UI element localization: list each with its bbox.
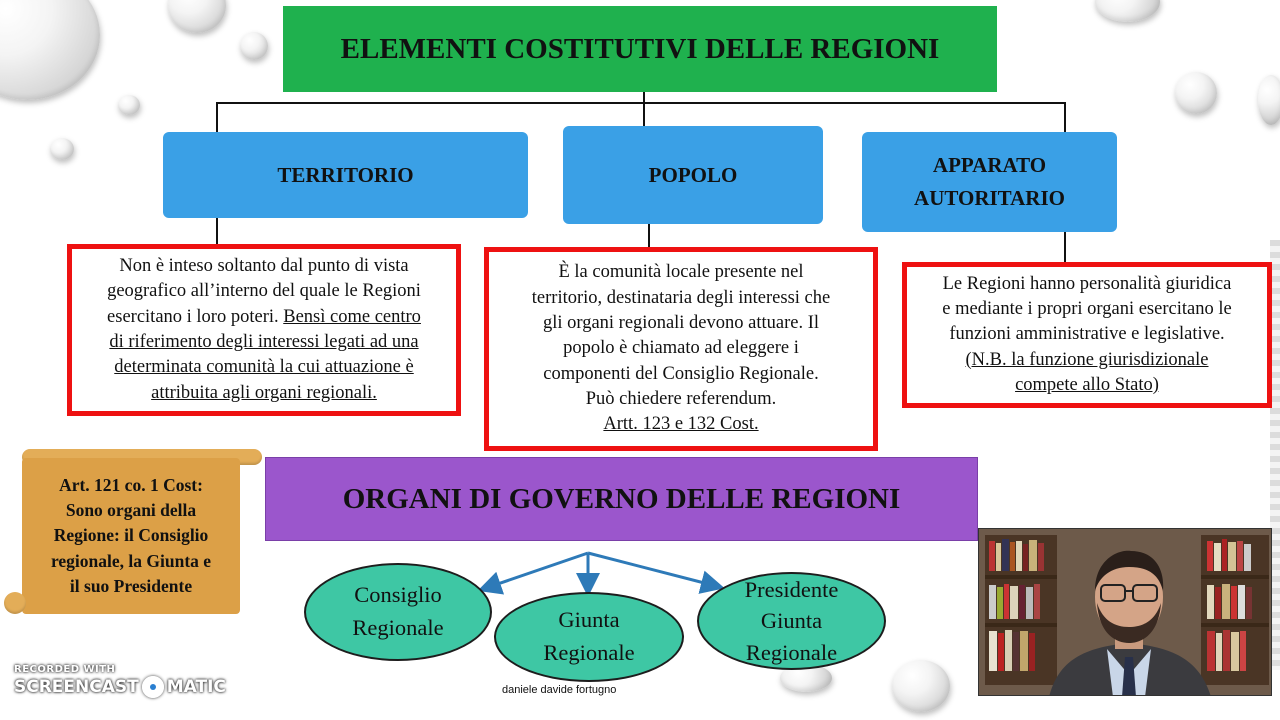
description-underlined-line: attribuita agli organi regionali. [151,382,377,403]
shelf-board [985,623,1057,627]
description-line: Può chiedere referendum. [585,389,777,410]
description-box-territorio: Non è inteso soltanto dal punto di vista… [67,244,461,416]
description-underlined-line: di riferimento degli interessi legati ad… [109,332,419,352]
description-text: esercitano i loro poteri. [107,306,279,327]
presenter-beard [1097,603,1161,643]
description-box-popolo: È la comunità locale presente nel territ… [484,247,878,451]
arrow-to-presidente [587,551,725,594]
connector-line [216,217,218,244]
water-drop [240,32,268,60]
description-line: e mediante i propri organi esercitano le [942,298,1232,319]
author-name: daniele davide fortugno [502,684,617,696]
watermark-top-text: RECORDED WITH [14,664,116,675]
organ-giunta-regionale: Giunta Regionale [494,592,684,682]
description-underlined-line: (N.B. la funzione giurisdizionale [965,349,1209,370]
description-underlined-line: compete allo Stato) [1015,375,1159,396]
description-line: funzioni amministrative e legislative. [949,324,1225,345]
description-line: territorio, destinataria degli interessi… [531,287,831,308]
description-line: geografico all’interno del quale le Regi… [107,281,421,302]
organ-presidente-giunta-regionale: Presidente Giunta Regionale [697,572,886,670]
organs-title: ORGANI DI GOVERNO DELLE REGIONI [265,457,978,541]
connector-line [1064,232,1066,262]
organ-label-line: Giunta [760,608,823,634]
article-note-line: Art. 121 co. 1 Cost: [59,474,203,495]
article-note-line: Regione: il Consiglio [53,525,209,546]
presenter-glasses [1132,584,1158,602]
diagram-title: ELEMENTI COSTITUTIVI DELLE REGIONI [283,6,997,92]
article-note-line: Sono organi della [65,499,197,520]
books-right [1207,539,1252,671]
description-line: esercitano i loro poteri. Bensì come cen… [82,305,446,330]
watermark-logo-row: SCREENCAST MATIC [14,676,234,698]
category-label-line: AUTORITARIO [914,186,1065,210]
description-line: È la comunità locale presente nel [558,262,804,283]
description-line: componenti del Consiglio Regionale. [543,363,819,384]
webcam-video [978,528,1272,696]
organ-label-line: Regionale [745,639,838,665]
shelf-board [1201,575,1269,579]
category-box-popolo: POPOLO [563,126,823,224]
category-label: APPARATO AUTORITARIO [914,149,1065,214]
category-label: POPOLO [649,159,738,192]
description-underlined-text: Bensì come centro [283,306,421,327]
description-box-apparato-autoritario: Le Regioni hanno personalità giuridica e… [902,262,1272,408]
water-drop [1095,0,1160,22]
organ-label-line: Consiglio [354,582,442,608]
arrow-to-consiglio [477,551,589,595]
diagram-title-text: ELEMENTI COSTITUTIVI DELLE REGIONI [340,32,940,65]
organ-label-line: Giunta [558,607,620,633]
water-drop [1175,72,1217,114]
category-label: TERRITORIO [277,159,413,192]
connector-line [648,223,650,247]
connector-line [1064,102,1066,132]
presenter-tie [1122,657,1136,695]
description-line: popolo è chiamato ad eleggere i [563,338,799,359]
category-box-territorio: TERRITORIO [163,132,528,218]
description-line: gli organi regionali devono attuare. Il [542,312,820,333]
article-note-scroll: Art. 121 co. 1 Cost: Sono organi della R… [22,458,240,614]
description-line: Non è inteso soltanto dal punto di vista [119,255,409,276]
water-drop [118,95,140,115]
presenter-glasses [1100,584,1126,602]
connector-line [216,102,218,132]
screencast-watermark: RECORDED WITH SCREENCAST MATIC [14,664,234,710]
organ-label-line: Presidente [744,576,839,602]
connector-line [643,92,645,103]
category-label-line: POPOLO [648,162,738,187]
watermark-left-text: SCREENCAST [14,677,139,697]
presenter-face [1095,553,1163,641]
water-drop [50,138,74,160]
article-note-text: Art. 121 co. 1 Cost: Sono organi della R… [51,473,211,600]
category-label-line: APPARATO [932,153,1047,178]
water-drop [1258,75,1280,125]
category-box-apparato-autoritario: APPARATO AUTORITARIO [862,132,1117,232]
organ-label-line: Regionale [352,615,444,640]
watermark-right-text: MATIC [166,677,226,697]
screencast-logo-icon [141,676,164,698]
books-left [989,539,1044,671]
presenter-shirt [1107,649,1151,695]
organ-label: Giunta Regionale [543,604,634,669]
connector-line [216,102,1066,104]
shelf-board [1201,623,1269,627]
article-note-line: il suo Presidente [69,576,193,597]
connector-line [643,102,645,126]
article-note-line: regionale, la Giunta e [50,550,212,571]
organ-label: Consiglio Regionale [352,579,443,644]
description-line: Le Regioni hanno personalità giuridica [942,273,1232,294]
description-underlined-line: determinata comunità la cui attuazione è [114,357,414,378]
water-drop [892,660,950,712]
organs-title-text: ORGANI DI GOVERNO DELLE REGIONI [342,482,901,515]
organ-label: Presidente Giunta Regionale [745,574,839,669]
description-underlined-line: Artt. 123 e 132 Cost. [603,414,759,435]
edge-strip [1270,240,1280,670]
presenter-hair [1095,550,1164,591]
scroll-bottom-roll [4,592,26,614]
webcam-frame-illustration [979,529,1271,695]
organ-label-line: Regionale [543,640,635,665]
category-label-line: TERRITORIO [277,162,414,187]
organ-consiglio-regionale: Consiglio Regionale [304,563,492,661]
shelf-board [985,575,1057,579]
